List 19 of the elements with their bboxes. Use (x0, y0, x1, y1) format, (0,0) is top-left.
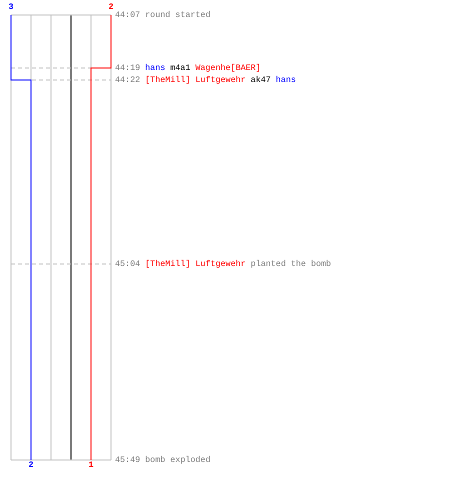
player-count: 1 (87, 461, 95, 470)
timestamp: 45:04 (115, 259, 140, 269)
player-name: hans (145, 63, 166, 73)
player-name: [TheMill] Luftgewehr (145, 75, 246, 85)
event-text: planted the bomb (250, 259, 332, 269)
weapon-name: m4a1 (170, 63, 190, 73)
timestamp: 44:07 (115, 10, 140, 20)
timestamp: 44:22 (115, 75, 140, 85)
player-name: [TheMill] Luftgewehr (145, 259, 246, 269)
player-name: Wagenhe[BAER] (195, 63, 261, 73)
player-name: hans (276, 75, 296, 85)
event-text: round started (145, 10, 210, 20)
player-count: 2 (107, 3, 115, 12)
weapon-name: ak47 (250, 75, 271, 85)
timestamp: 45:49 (115, 455, 140, 465)
timestamp: 44:19 (115, 63, 140, 73)
event-text: bomb exploded (145, 455, 210, 465)
player-count: 2 (27, 461, 35, 470)
player-count: 3 (7, 3, 15, 12)
